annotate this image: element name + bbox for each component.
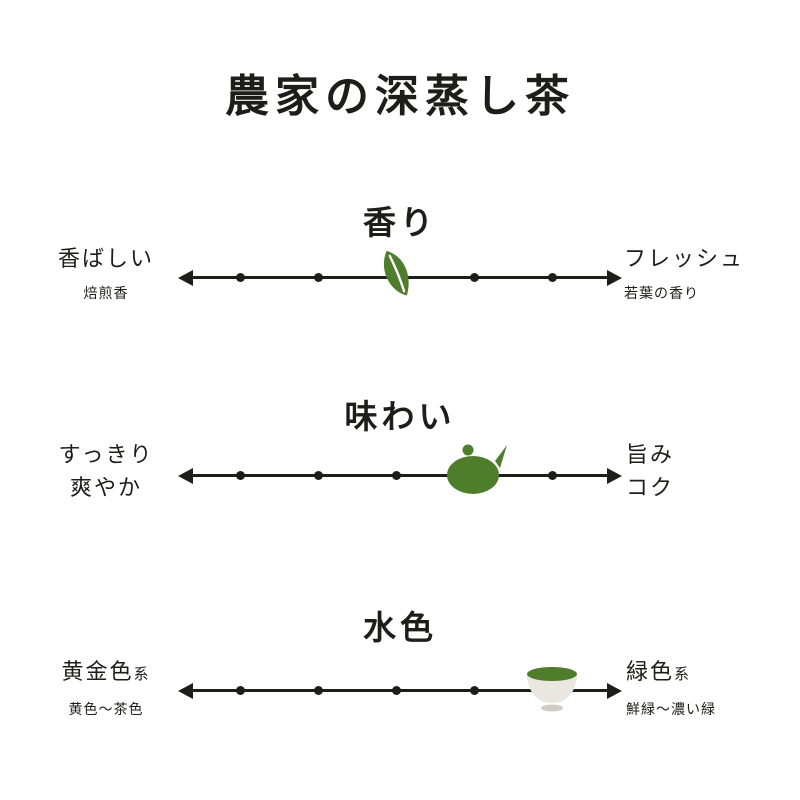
color-right-label: 緑色系 xyxy=(626,659,776,688)
left-arrowhead-icon xyxy=(178,269,193,286)
color-left-label-main: 黄金色 xyxy=(61,659,134,684)
aroma-marker xyxy=(374,246,418,302)
aroma-scale xyxy=(178,250,622,314)
taste-left-label-2: 爽やか xyxy=(69,475,142,500)
taste-left-label-1: すっきり xyxy=(58,442,154,467)
teapot-icon xyxy=(447,444,507,494)
taste-left-endpoint: すっきり 爽やか xyxy=(40,442,172,501)
right-arrowhead-icon xyxy=(607,467,622,484)
color-left-endpoint: 黄金色系 黄色〜茶色 xyxy=(36,659,176,719)
color-right-endpoint: 緑色系 鮮緑〜濃い緑 xyxy=(626,659,776,719)
color-marker xyxy=(524,663,580,713)
scale-tick-dot xyxy=(313,273,323,282)
aroma-right-label: フレッシュ xyxy=(624,246,745,271)
aroma-right-sublabel: 若葉の香り xyxy=(624,285,699,301)
right-arrowhead-icon xyxy=(607,682,622,699)
taste-right-label-1: 旨み xyxy=(626,442,675,467)
scale-tick-dot xyxy=(469,273,479,282)
scale-tick-dot xyxy=(547,471,557,480)
scale-tick-dot xyxy=(547,273,557,282)
aroma-left-endpoint: 香ばしい 焙煎香 xyxy=(40,246,172,303)
teacup-icon xyxy=(527,667,577,712)
tea-leaf-icon xyxy=(383,250,409,296)
scale-tick-dot xyxy=(235,686,245,695)
scale-tick-dot xyxy=(235,273,245,282)
section-title-taste: 味わい xyxy=(344,400,456,436)
color-scale xyxy=(178,667,622,727)
left-arrowhead-icon xyxy=(178,467,193,484)
right-arrowhead-icon xyxy=(607,269,622,286)
color-right-label-main: 緑色 xyxy=(626,659,675,684)
taste-marker xyxy=(441,439,507,495)
page-title: 農家の深蒸し茶 xyxy=(225,72,575,121)
taste-scale xyxy=(178,444,622,512)
scale-tick-dot xyxy=(391,471,401,480)
taste-right-label-2: コク xyxy=(626,475,675,500)
section-title-liquor-color: 水色 xyxy=(363,611,437,647)
taste-right-endpoint: 旨み コク xyxy=(626,442,756,501)
section-title-aroma: 香り xyxy=(363,206,437,242)
color-left-label: 黄金色系 xyxy=(36,659,176,688)
scale-tick-dot xyxy=(391,686,401,695)
color-left-label-suffix: 系 xyxy=(133,667,151,683)
color-right-label-suffix: 系 xyxy=(674,667,692,683)
scale-tick-dot xyxy=(469,686,479,695)
color-right-sublabel: 鮮緑〜濃い緑 xyxy=(626,701,716,717)
aroma-left-label: 香ばしい xyxy=(57,246,154,271)
aroma-right-endpoint: フレッシュ 若葉の香り xyxy=(624,246,784,303)
left-arrowhead-icon xyxy=(178,682,193,699)
scale-tick-dot xyxy=(313,686,323,695)
aroma-left-sublabel: 焙煎香 xyxy=(83,285,129,301)
scale-tick-dot xyxy=(313,471,323,480)
scale-tick-dot xyxy=(235,471,245,480)
color-left-sublabel: 黄色〜茶色 xyxy=(68,701,144,717)
